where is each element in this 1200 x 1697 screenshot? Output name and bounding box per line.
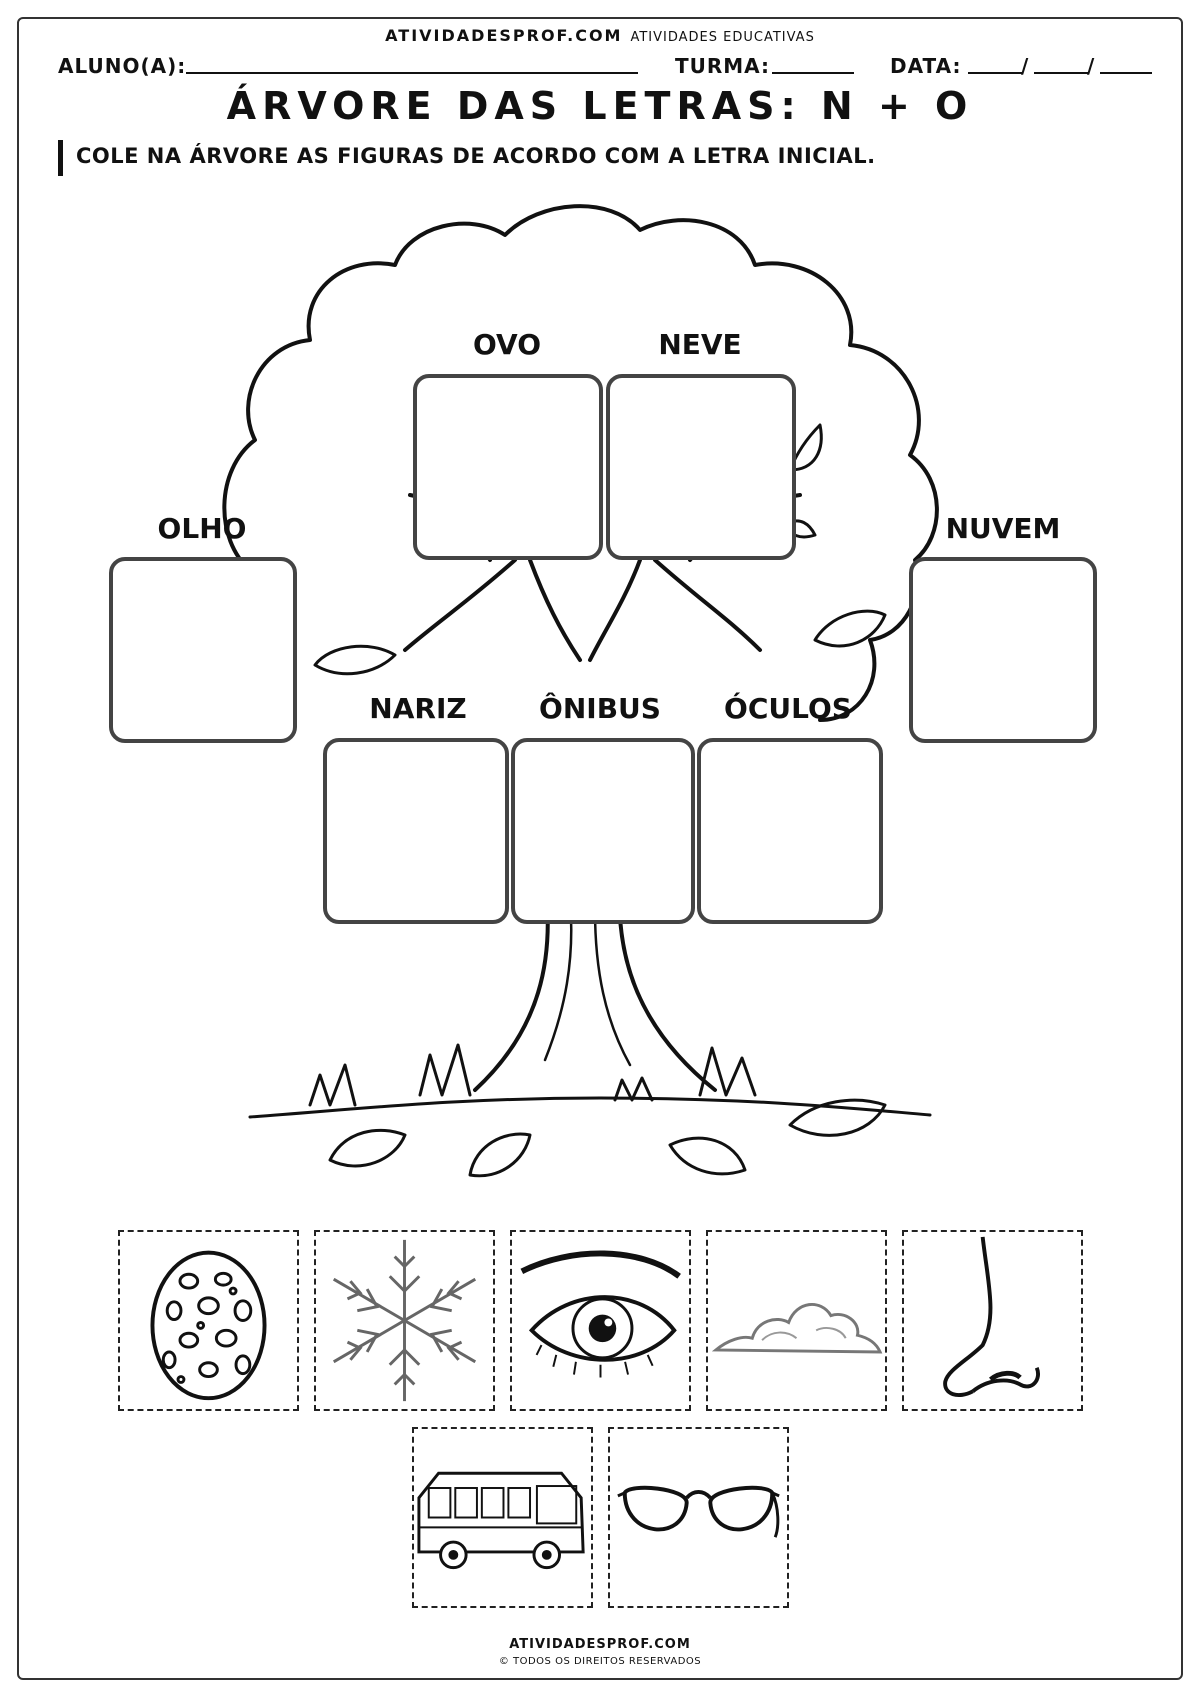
branch-left	[403, 558, 517, 652]
page-border	[17, 17, 1183, 1680]
bus-icon	[417, 1471, 585, 1570]
cutout-card-bus[interactable]	[412, 1427, 593, 1608]
instruction-text: COLE NA ÁRVORE AS FIGURAS DE ACORDO COM …	[76, 144, 876, 168]
data-year-field[interactable]	[1100, 72, 1152, 74]
paste-box-ovo[interactable]	[413, 374, 603, 560]
tree-word-nuvem: NUVEM	[945, 512, 1061, 545]
turma-field[interactable]	[772, 72, 854, 74]
cutout-card-nose[interactable]	[902, 1230, 1083, 1411]
cutout-card-glasses[interactable]	[608, 1427, 789, 1608]
footer-site: ATIVIDADESPROF.COM	[509, 1637, 691, 1652]
eye-icon	[520, 1250, 681, 1378]
data-separator-2: /	[1087, 54, 1096, 78]
ground-line	[248, 1096, 932, 1119]
tree-word-olho: OLHO	[157, 512, 247, 545]
cutout-card-snowflake[interactable]	[314, 1230, 495, 1411]
site-name: ATIVIDADESPROF.COM	[385, 26, 623, 45]
branch-center-right	[588, 558, 642, 662]
data-day-field[interactable]	[968, 72, 1022, 74]
tree-canopy-outline	[222, 204, 939, 732]
nose-icon	[943, 1236, 1040, 1397]
aluno-label: ALUNO(A):	[58, 54, 187, 78]
paste-box-onibus[interactable]	[511, 738, 695, 924]
cutout-card-cloud[interactable]	[706, 1230, 887, 1411]
branch-right	[653, 558, 762, 652]
cutout-card-egg[interactable]	[118, 1230, 299, 1411]
leaf-ground-2	[468, 1132, 532, 1178]
glasses-icon	[617, 1485, 780, 1538]
site-header: ATIVIDADESPROF.COM ATIVIDADES EDUCATIVAS	[0, 26, 1200, 45]
leaf-ground-1	[328, 1128, 407, 1168]
snowflake-icon	[332, 1239, 477, 1402]
egg-icon	[150, 1250, 267, 1401]
tree-word-neve: NEVE	[658, 328, 742, 361]
leaf-branch-2	[813, 609, 887, 648]
data-label: DATA:	[890, 54, 962, 78]
paste-box-oculos[interactable]	[697, 738, 883, 924]
tree-word-nariz: NARIZ	[369, 692, 467, 725]
site-subtitle: ATIVIDADES EDUCATIVAS	[630, 30, 815, 45]
tree-word-oculos: ÓCULOS	[724, 692, 852, 725]
tree-word-ovo: OVO	[472, 328, 542, 361]
cloud-icon	[711, 1302, 883, 1354]
branch-center-left	[528, 558, 582, 662]
leaf-branch-3	[788, 423, 823, 472]
cutout-card-eye[interactable]	[510, 1230, 691, 1411]
aluno-field[interactable]	[186, 72, 638, 74]
data-separator-1: /	[1021, 54, 1030, 78]
tree-word-onibus: ÔNIBUS	[539, 692, 661, 725]
turma-label: TURMA:	[675, 54, 771, 78]
grass-tuft-3	[698, 1046, 757, 1097]
leaf-ground-3	[668, 1136, 747, 1176]
instruction-marker	[58, 140, 63, 176]
data-month-field[interactable]	[1034, 72, 1088, 74]
paste-box-neve[interactable]	[606, 374, 796, 560]
page-title: ÁRVORE DAS LETRAS: N + O	[226, 84, 974, 128]
paste-box-olho[interactable]	[109, 557, 297, 743]
grass-tuft-2	[418, 1043, 472, 1097]
grass-tuft-4	[613, 1076, 654, 1102]
footer-rights: © TODOS OS DIREITOS RESERVADOS	[498, 1656, 702, 1667]
grass-tuft-1	[308, 1063, 357, 1107]
trunk-line-2	[593, 908, 632, 1067]
paste-box-nariz[interactable]	[323, 738, 509, 924]
leaf-ground-4	[788, 1098, 887, 1137]
paste-box-nuvem[interactable]	[909, 557, 1097, 743]
leaf-branch-1	[313, 644, 397, 676]
